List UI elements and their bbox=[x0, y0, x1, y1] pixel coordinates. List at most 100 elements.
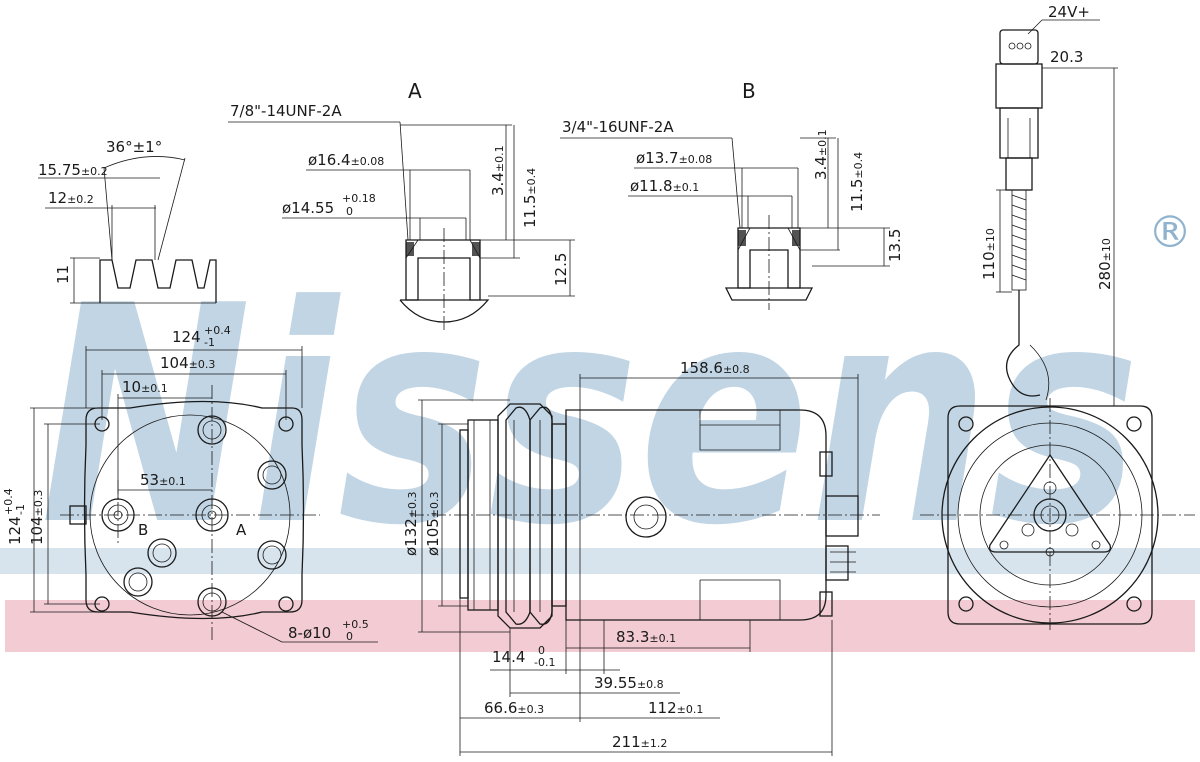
rear-width-total-tol-low: -1 bbox=[204, 336, 215, 349]
svg-text:36°±1°: 36°±1° bbox=[106, 138, 162, 156]
section-a-h2-tol: ±0.4 bbox=[525, 168, 538, 195]
section-a-d2-tol-low: 0 bbox=[346, 205, 353, 218]
side-d83-tol: ±0.1 bbox=[649, 632, 676, 645]
svg-text:53±0.1: 53±0.1 bbox=[140, 471, 186, 489]
side-length-body-tol: ±0.8 bbox=[723, 363, 750, 376]
svg-text:66.6±0.3: 66.6±0.3 bbox=[484, 699, 544, 717]
groove-w1-tol: ±0.2 bbox=[81, 165, 108, 178]
side-d39: 39.55 bbox=[594, 674, 637, 692]
rear-width-total-tol-up: +0.4 bbox=[204, 324, 231, 337]
svg-text:104±0.3: 104±0.3 bbox=[160, 354, 215, 372]
pulley-groove-detail: 36°±1° 15.75±0.2 12±0.2 11 bbox=[38, 138, 217, 304]
rear-holes: 8-ø10 bbox=[288, 624, 331, 642]
section-a-h1: 3.4 bbox=[489, 172, 507, 196]
section-a-detail: A 7/8"-14UNF-2A ø16.4±0.08 ø14.55 +0.18 … bbox=[228, 79, 575, 330]
side-view: 158.6±0.8 ø132±0.3 ø105±0.3 83.3±0.1 14.… bbox=[402, 359, 880, 756]
rear-offset-tol: ±0.1 bbox=[141, 382, 168, 395]
rear-view: B A 124 +0.4 -1 104±0.3 10±0.1 53±0.1 12… bbox=[2, 324, 378, 643]
rear-holes-tol-low: 0 bbox=[346, 630, 353, 643]
svg-text:124: 124 bbox=[172, 328, 201, 346]
section-b-h1: 3.4 bbox=[812, 156, 830, 180]
groove-w1: 15.75 bbox=[38, 161, 81, 179]
rear-width-holes: 104 bbox=[160, 354, 189, 372]
registered-mark: ® bbox=[1148, 207, 1192, 258]
port-b-label: B bbox=[138, 521, 148, 539]
svg-text:104±0.3: 104±0.3 bbox=[28, 490, 46, 545]
side-d211: 211 bbox=[612, 733, 641, 751]
section-a-d2-tol-up: +0.18 bbox=[342, 192, 376, 205]
rear-port-spacing: 53 bbox=[140, 471, 159, 489]
rear-height-total: 124 bbox=[6, 516, 24, 545]
svg-text:11.5±0.4: 11.5±0.4 bbox=[848, 152, 866, 212]
rear-height-total-tol-up: +0.4 bbox=[2, 488, 15, 515]
section-b-d1: ø13.7 bbox=[636, 149, 679, 167]
section-b-h1-tol: ±0.1 bbox=[816, 129, 829, 156]
svg-text:ø105±0.3: ø105±0.3 bbox=[424, 491, 442, 556]
side-d14-tol-up: 0 bbox=[538, 644, 545, 657]
section-b-d1-tol: ±0.08 bbox=[679, 153, 713, 166]
front-connector-width: 20.3 bbox=[1050, 48, 1083, 66]
svg-text:ø16.4±0.08: ø16.4±0.08 bbox=[308, 151, 384, 169]
side-pulley-dia-tol: ±0.3 bbox=[406, 491, 419, 518]
front-cable-b: 280 bbox=[1096, 261, 1114, 290]
side-pilot-dia-tol: ±0.3 bbox=[428, 491, 441, 518]
side-pulley-dia: ø132 bbox=[402, 518, 420, 556]
svg-text:ø132±0.3: ø132±0.3 bbox=[402, 491, 420, 556]
side-d14-tol-low: -0.1 bbox=[534, 656, 555, 669]
section-a-h2: 11.5 bbox=[521, 195, 539, 228]
side-d66: 66.6 bbox=[484, 699, 517, 717]
red-band bbox=[5, 600, 1195, 652]
front-cable-a: 110 bbox=[980, 251, 998, 280]
port-a-label: A bbox=[236, 521, 247, 539]
front-voltage: 24V+ bbox=[1048, 3, 1090, 21]
rear-holes-tol-up: +0.5 bbox=[342, 618, 369, 631]
side-d66-tol: ±0.3 bbox=[517, 703, 544, 716]
rear-width-total: 124 bbox=[172, 328, 201, 346]
section-b-h2-tol: ±0.4 bbox=[852, 152, 865, 179]
groove-angle: 36°±1° bbox=[106, 138, 162, 156]
side-d112: 112 bbox=[648, 699, 677, 717]
section-a-d1: ø16.4 bbox=[308, 151, 351, 169]
section-b-label: B bbox=[742, 79, 756, 103]
svg-text:124: 124 bbox=[6, 516, 24, 545]
section-a-label: A bbox=[408, 79, 422, 103]
svg-text:3.4±0.1: 3.4±0.1 bbox=[489, 145, 507, 196]
section-a-d2: ø14.55 bbox=[282, 199, 334, 217]
svg-text:11.5±0.4: 11.5±0.4 bbox=[521, 168, 539, 228]
rear-height-total-tol-low: -1 bbox=[14, 504, 27, 515]
side-d39-tol: ±0.8 bbox=[637, 678, 664, 691]
rear-height-holes-tol: ±0.3 bbox=[32, 490, 45, 517]
groove-w2: 12 bbox=[48, 189, 67, 207]
front-cable-b-tol: ±10 bbox=[1100, 238, 1113, 261]
svg-text:280±10: 280±10 bbox=[1096, 238, 1114, 290]
mount-hole bbox=[278, 596, 294, 612]
svg-text:83.3±0.1: 83.3±0.1 bbox=[616, 628, 676, 646]
rear-width-holes-tol: ±0.3 bbox=[189, 358, 216, 371]
section-a-h3: 12.5 bbox=[552, 253, 570, 286]
section-b-h2: 11.5 bbox=[848, 179, 866, 212]
section-b-h3: 13.5 bbox=[886, 229, 904, 262]
svg-text:8-ø10: 8-ø10 bbox=[288, 624, 331, 642]
side-d14: 14.4 bbox=[492, 648, 525, 666]
rear-port-spacing-tol: ±0.1 bbox=[159, 475, 186, 488]
svg-text:10±0.1: 10±0.1 bbox=[122, 378, 168, 396]
side-pilot-dia: ø105 bbox=[424, 518, 442, 556]
svg-text:211±1.2: 211±1.2 bbox=[612, 733, 667, 751]
front-view: 24V+ 20.3 110 ±10 280±10 bbox=[920, 3, 1195, 630]
side-length-body: 158.6 bbox=[680, 359, 723, 377]
section-a-d1-tol: ±0.08 bbox=[351, 155, 385, 168]
svg-text:112±0.1: 112±0.1 bbox=[648, 699, 703, 717]
section-b-d2: ø11.8 bbox=[630, 177, 673, 195]
svg-text:14.4: 14.4 bbox=[492, 648, 525, 666]
svg-text:12±0.2: 12±0.2 bbox=[48, 189, 94, 207]
svg-text:39.55±0.8: 39.55±0.8 bbox=[594, 674, 664, 692]
nissens-watermark: Nissens bbox=[40, 242, 1140, 591]
svg-text:158.6±0.8: 158.6±0.8 bbox=[680, 359, 750, 377]
svg-text:3.4±0.1: 3.4±0.1 bbox=[812, 129, 830, 180]
section-b-d2-tol: ±0.1 bbox=[673, 181, 700, 194]
section-b-thread: 3/4"-16UNF-2A bbox=[562, 118, 674, 136]
side-d83: 83.3 bbox=[616, 628, 649, 646]
rear-offset: 10 bbox=[122, 378, 141, 396]
side-d112-tol: ±0.1 bbox=[677, 703, 704, 716]
